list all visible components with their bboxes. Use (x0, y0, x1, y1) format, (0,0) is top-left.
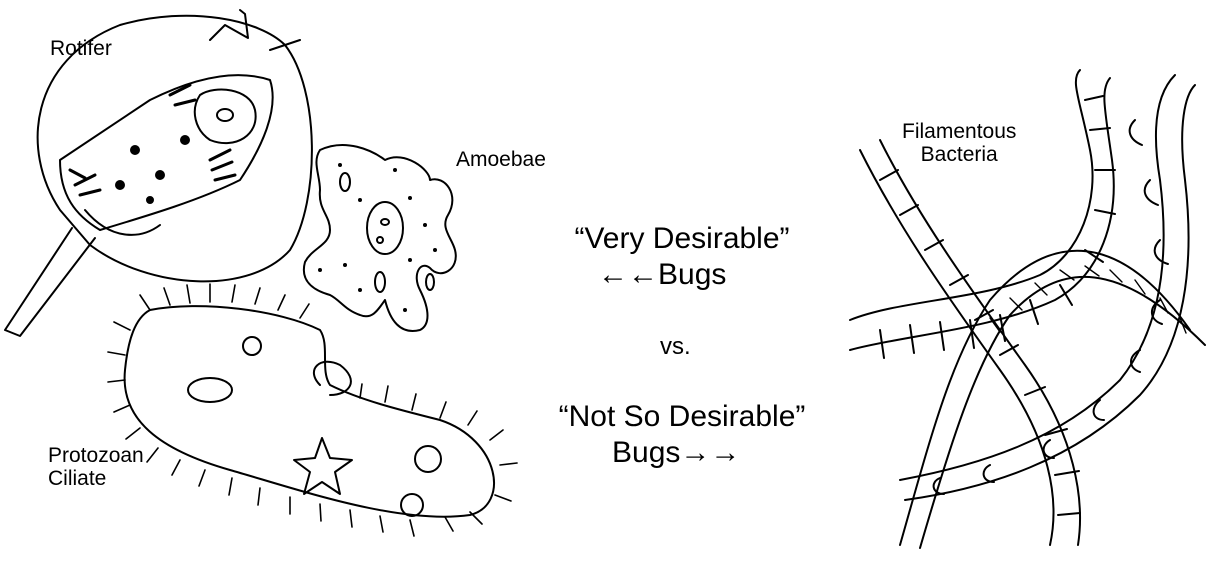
amoeba-drawing (302, 144, 457, 332)
filamentous-bacteria-label: Filamentous Bacteria (902, 120, 1016, 166)
protozoan-ciliate-label: Protozoan Ciliate (48, 444, 144, 490)
ciliate-label-line2: Ciliate (48, 467, 107, 491)
amoebae-label: Amoebae (456, 148, 546, 171)
vs-text: vs. (660, 333, 691, 360)
not-so-desirable-text: “Not So Desirable” (558, 400, 806, 433)
ciliate-drawing (107, 283, 518, 537)
filamentous-bacteria-drawing (849, 69, 1206, 549)
very-desirable-text: “Very Desirable” (574, 222, 790, 255)
very-desirable-bugs-text: ←←Bugs (598, 258, 727, 291)
not-so-desirable-bugs-text: Bugs→→ (612, 436, 741, 469)
filament-label-line1: Filamentous (902, 120, 1017, 143)
ciliate-label-line1: Protozoan (48, 444, 144, 467)
filament-label-line2: Bacteria (920, 143, 998, 167)
rotifer-drawing (4, 9, 313, 337)
rotifer-label: Rotifer (50, 37, 112, 60)
